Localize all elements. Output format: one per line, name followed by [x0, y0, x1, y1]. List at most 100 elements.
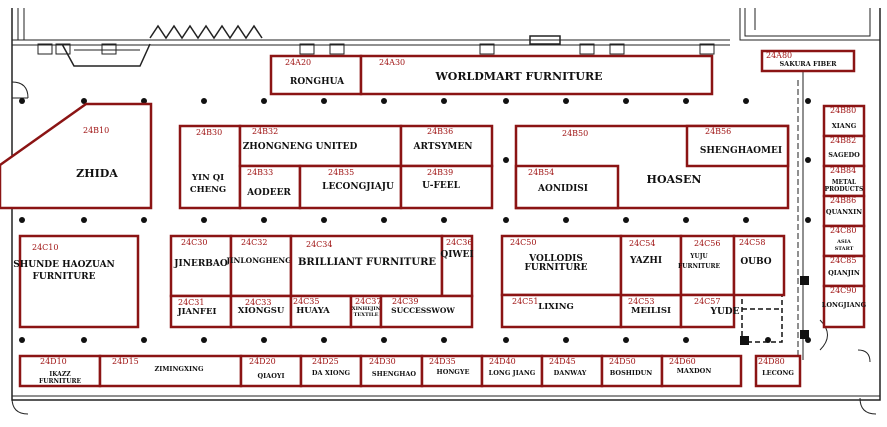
- pillar: [381, 217, 387, 223]
- booth-code: 24B84: [830, 166, 856, 175]
- booth-code: 24B80: [830, 106, 856, 115]
- booth-code: 24C10: [32, 243, 58, 252]
- booth-code: 24B82: [830, 136, 856, 145]
- pillar: [743, 217, 749, 223]
- pillar: [743, 98, 749, 104]
- booth-name: HUAYA: [296, 306, 330, 316]
- booth-code: 24D60: [669, 357, 696, 366]
- booth-code: 24B39: [427, 168, 453, 177]
- booth-code: 24C33: [245, 298, 271, 307]
- pillar: [81, 217, 87, 223]
- booth-code: 24B36: [427, 127, 453, 136]
- booth-name: LECONGJIAJU: [322, 182, 394, 192]
- booth-outline: [619, 234, 683, 297]
- booth-code: 24C39: [392, 297, 418, 306]
- booth-name: SAGEDO: [828, 151, 860, 159]
- pillar: [321, 217, 327, 223]
- pillar: [381, 337, 387, 343]
- booth-name: HOASEN: [647, 173, 702, 186]
- booth-outline: [822, 164, 866, 198]
- pillar: [321, 337, 327, 343]
- pillar: [201, 217, 207, 223]
- booth-code: 24B50: [562, 129, 588, 138]
- booth-outline: [760, 49, 856, 73]
- booth-code: 24C58: [739, 238, 765, 247]
- booth-code: 24C35: [293, 297, 319, 306]
- booth-code: 24C90: [830, 286, 856, 295]
- pillar: [503, 217, 509, 223]
- booth-name: LONGJIANG: [822, 301, 867, 309]
- booth-outline: [98, 354, 243, 388]
- booth-outline: [169, 234, 233, 298]
- pillar: [201, 98, 207, 104]
- booth-name: YAZHI: [629, 256, 662, 266]
- booth-name: QIANJIN: [828, 269, 860, 277]
- booth-name: SHENGHAO: [372, 370, 416, 378]
- pillar: [19, 217, 25, 223]
- booth-code: 24D45: [549, 357, 576, 366]
- booth-outline: [289, 294, 353, 329]
- booth-outline: [822, 284, 866, 329]
- booth-code: 24C36: [446, 238, 472, 247]
- booth-name: ZHONGNENG UNITED: [243, 142, 358, 152]
- booth-outline: [660, 354, 743, 388]
- booth-name: OUBO: [740, 257, 771, 267]
- pillar: [623, 217, 629, 223]
- booth-code: 24C50: [510, 238, 536, 247]
- booth-code: 24C56: [694, 239, 720, 248]
- booth-name: RONGHUA: [290, 77, 345, 87]
- pillar: [81, 337, 87, 343]
- booth-code: 24B54: [528, 168, 554, 177]
- booth-code: 24C31: [178, 298, 204, 307]
